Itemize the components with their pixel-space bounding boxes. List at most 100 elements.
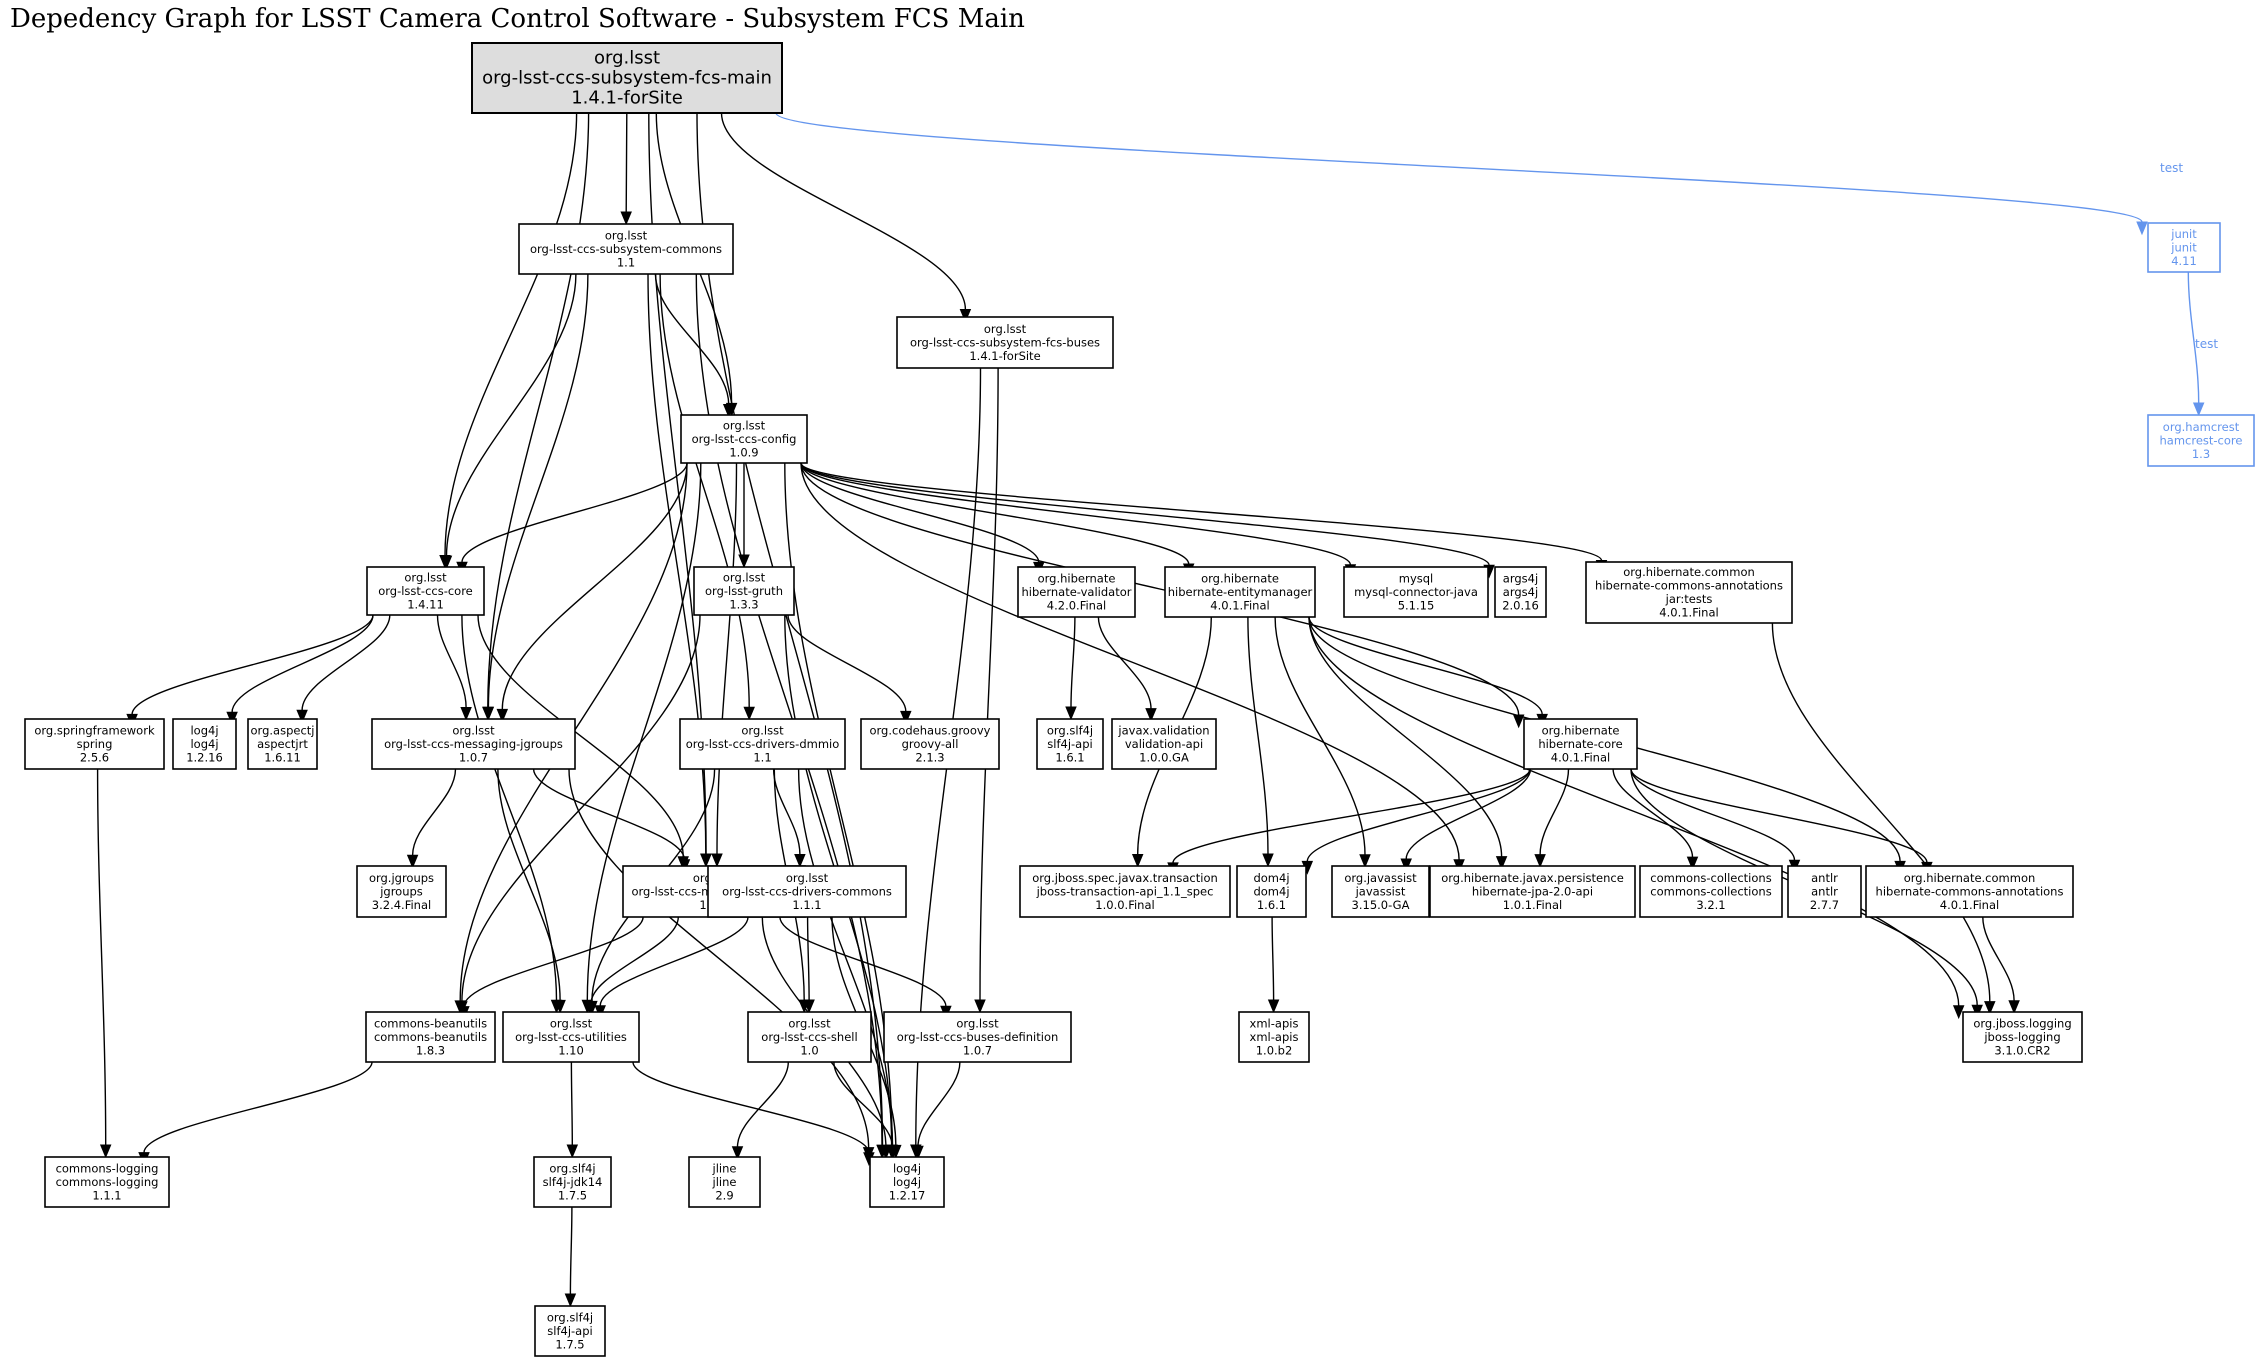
node-box bbox=[365, 1011, 496, 1063]
node-artifact: org-lsst-ccs-utilities bbox=[515, 1030, 627, 1044]
graph-node-hibernate-entitymanager[interactable]: org.hibernatehibernate-entitymanager4.0.… bbox=[1164, 566, 1316, 618]
node-box bbox=[2147, 414, 2255, 467]
node-box bbox=[860, 718, 1000, 770]
node-version: 1.0.b2 bbox=[1256, 1043, 1293, 1057]
arrowhead-icon bbox=[1952, 1005, 1965, 1020]
arrowhead-icon bbox=[99, 1144, 112, 1159]
edge-line bbox=[1274, 616, 1366, 855]
graph-node-hibernate-validator[interactable]: org.hibernatehibernate-validator4.2.0.Fi… bbox=[1017, 566, 1136, 618]
graph-node-drivers-commons[interactable]: org.lsstorg-lsst-ccs-drivers-commons1.1.… bbox=[707, 865, 907, 918]
arrowhead-icon bbox=[1534, 854, 1546, 868]
graph-node-fcs-buses[interactable]: org.lsstorg-lsst-ccs-subsystem-fcs-buses… bbox=[896, 316, 1114, 369]
arrowhead-icon bbox=[912, 1145, 924, 1160]
edge-line bbox=[131, 614, 374, 715]
node-version: 1.0.9 bbox=[729, 445, 758, 459]
edge-line bbox=[800, 462, 1352, 566]
node-box bbox=[1331, 865, 1430, 918]
edge-line bbox=[487, 273, 589, 708]
edge-line bbox=[1070, 616, 1076, 708]
node-group: org.lsst bbox=[741, 723, 784, 737]
node-artifact: jline bbox=[712, 1175, 737, 1189]
node-artifact: org-lsst-gruth bbox=[705, 584, 783, 598]
node-artifact: slf4j-jdk14 bbox=[543, 1175, 603, 1189]
node-artifact: org-lsst-ccs-config bbox=[692, 432, 797, 446]
node-version: 1.2.16 bbox=[186, 750, 223, 764]
node-group: org.lsst bbox=[956, 1016, 999, 1030]
node-box bbox=[24, 718, 165, 770]
arrowhead-icon bbox=[566, 1144, 579, 1159]
edge-line bbox=[487, 112, 590, 708]
graph-node-buses-definition[interactable]: org.lsstorg-lsst-ccs-buses-definition1.0… bbox=[883, 1011, 1072, 1063]
node-group: commons-beanutils bbox=[374, 1016, 487, 1030]
edge-subsystem-commons-to-config bbox=[654, 273, 735, 418]
node-version: 4.0.1.Final bbox=[1210, 598, 1269, 612]
node-box bbox=[1429, 865, 1636, 918]
graph-node-messaging-jgroups[interactable]: org.lsstorg-lsst-ccs-messaging-jgroups1.… bbox=[371, 718, 576, 770]
graph-node-hca[interactable]: org.hibernate.commonhibernate-commons-an… bbox=[1865, 865, 2074, 918]
node-box bbox=[471, 42, 783, 114]
node-box bbox=[883, 1011, 1072, 1063]
node-group: org.hibernate.common bbox=[1623, 565, 1755, 579]
node-artifact: junit bbox=[2170, 240, 2197, 254]
edge-hibernate-core-to-dom4j bbox=[1301, 768, 1531, 875]
graph-node-jboss-transaction[interactable]: org.jboss.spec.javax.transactionjboss-tr… bbox=[1019, 865, 1231, 918]
nodes-layer: org.lsstorg-lsst-ccs-subsystem-fcs-main1… bbox=[24, 42, 2255, 1357]
edge-subsystem-commons-to-messaging-jgroups bbox=[482, 273, 589, 721]
edge-line bbox=[143, 1061, 373, 1153]
graph-node-hibernate-jpa[interactable]: org.hibernate.javax.persistencehibernate… bbox=[1429, 865, 1636, 918]
node-group: mysql bbox=[1399, 571, 1434, 585]
arrowhead-icon bbox=[1984, 1001, 1996, 1015]
edge-line bbox=[436, 614, 467, 708]
node-version: 1.7.5 bbox=[555, 1337, 584, 1351]
node-version: 1.3.3 bbox=[729, 597, 758, 611]
edge-commons-beanutils-to-commons-logging bbox=[138, 1061, 373, 1166]
graph-node-fcs-main[interactable]: org.lsstorg-lsst-ccs-subsystem-fcs-main1… bbox=[471, 42, 783, 114]
edge-line bbox=[775, 112, 2143, 223]
edge-line bbox=[96, 768, 107, 1146]
graph-node-subsystem-commons[interactable]: org.lsstorg-lsst-ccs-subsystem-commons1.… bbox=[518, 223, 734, 275]
arrowhead-icon bbox=[620, 211, 632, 226]
node-group: antlr bbox=[1811, 871, 1838, 885]
node-box bbox=[534, 1305, 606, 1357]
node-version: 4.11 bbox=[2171, 254, 2197, 268]
edge-line bbox=[231, 614, 374, 713]
node-version: 1.0.1.Final bbox=[1503, 898, 1562, 912]
edge-line bbox=[569, 1206, 573, 1295]
node-box bbox=[356, 865, 447, 918]
graph-node-commons-collections[interactable]: commons-collectionscommons-collections3.… bbox=[1639, 865, 1783, 918]
node-version: 1.4.1-forSite bbox=[571, 88, 683, 109]
graph-node-hca-tests[interactable]: org.hibernate.commonhibernate-commons-an… bbox=[1585, 561, 1793, 624]
edge-buses-definition-to-log4j-1217 bbox=[912, 1061, 961, 1160]
node-box bbox=[44, 1156, 170, 1208]
edge-line bbox=[1771, 622, 1991, 1002]
